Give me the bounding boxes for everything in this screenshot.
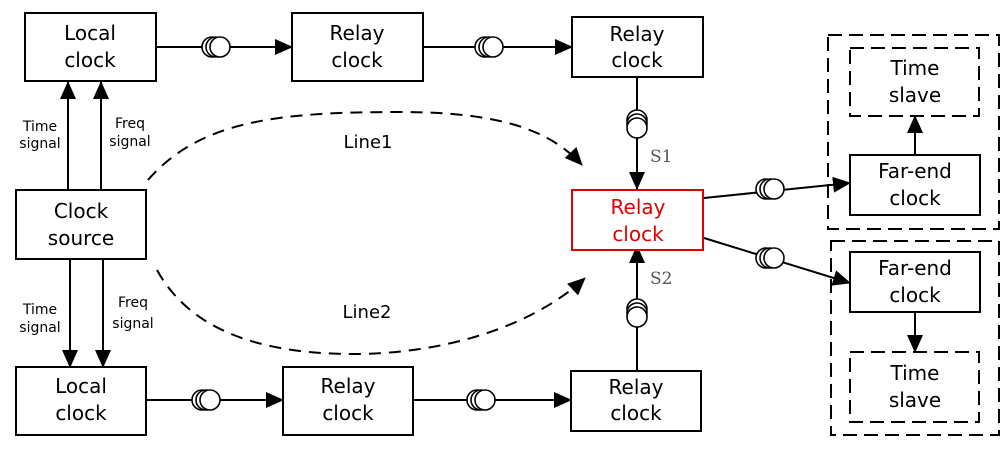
s2-label: S2: [650, 269, 672, 289]
node-label: clock: [331, 48, 383, 72]
node-local-clock-top: Local clock: [24, 12, 157, 82]
time-signal-label-top: Time: [22, 119, 57, 135]
fiber-coil-icon: [755, 247, 785, 269]
fiber-coil-icon: [201, 36, 231, 58]
fiber-coil-icon: [755, 178, 785, 200]
freq-signal-label-bottom: Freq: [118, 295, 148, 311]
time-signal-label-top: signal: [19, 136, 60, 152]
fiber-coil-icon: [626, 298, 648, 328]
node-label: source: [48, 226, 114, 250]
s1-label: S1: [650, 147, 672, 167]
fiber-coil-icon: [191, 389, 221, 411]
far-end-group-1: [827, 34, 1000, 230]
node-relay-clock-top-2: Relay clock: [571, 16, 704, 78]
node-label: Time: [890, 361, 940, 385]
node-label: Relay: [609, 375, 664, 399]
node-far-end-clock-1: Far-end clock: [849, 154, 981, 216]
node-label: clock: [889, 186, 941, 210]
node-label: Local: [64, 21, 116, 45]
fiber-coil-icon: [626, 109, 648, 139]
node-label: Local: [55, 374, 107, 398]
fiber-coil-icon: [466, 389, 496, 411]
freq-signal-label-bottom: signal: [112, 316, 153, 332]
node-label: Relay: [611, 195, 666, 219]
fiber-coil-icon: [474, 36, 504, 58]
node-label: Relay: [610, 22, 665, 46]
far-end-group-2: [830, 240, 1000, 436]
node-label: clock: [322, 401, 374, 425]
node-label: clock: [610, 401, 662, 425]
node-label: clock: [889, 283, 941, 307]
node-label: clock: [611, 48, 663, 72]
node-label: clock: [64, 48, 116, 72]
node-label: Time: [890, 56, 940, 80]
node-label: slave: [889, 388, 941, 412]
node-far-end-clock-2: Far-end clock: [849, 251, 981, 313]
node-label: Far-end: [878, 256, 952, 280]
node-label: Relay: [330, 21, 385, 45]
node-clock-source: Clock source: [15, 189, 147, 260]
freq-signal-label-top: signal: [109, 134, 150, 150]
node-label: Far-end: [878, 159, 952, 183]
time-signal-label-bottom: signal: [19, 320, 60, 336]
node-label: clock: [612, 222, 664, 246]
node-label: Clock: [54, 199, 109, 223]
node-local-clock-bottom: Local clock: [15, 366, 147, 436]
node-time-slave-1: Time slave: [849, 47, 980, 117]
line1-path: [147, 110, 583, 181]
line2-label: Line2: [343, 302, 392, 323]
node-label: slave: [889, 83, 941, 107]
node-relay-clock-center: Relay clock: [571, 189, 704, 251]
node-relay-clock-bottom-1: Relay clock: [282, 366, 414, 436]
freq-signal-label-top: Freq: [115, 116, 145, 132]
line2-path: [156, 269, 586, 356]
node-label: Relay: [321, 374, 376, 398]
line1-label: Line1: [344, 132, 393, 153]
node-time-slave-2: Time slave: [849, 351, 980, 423]
node-label: clock: [55, 401, 107, 425]
time-signal-label-bottom: Time: [22, 302, 57, 318]
node-relay-clock-top-1: Relay clock: [291, 12, 424, 82]
node-relay-clock-bottom-2: Relay clock: [570, 370, 702, 432]
